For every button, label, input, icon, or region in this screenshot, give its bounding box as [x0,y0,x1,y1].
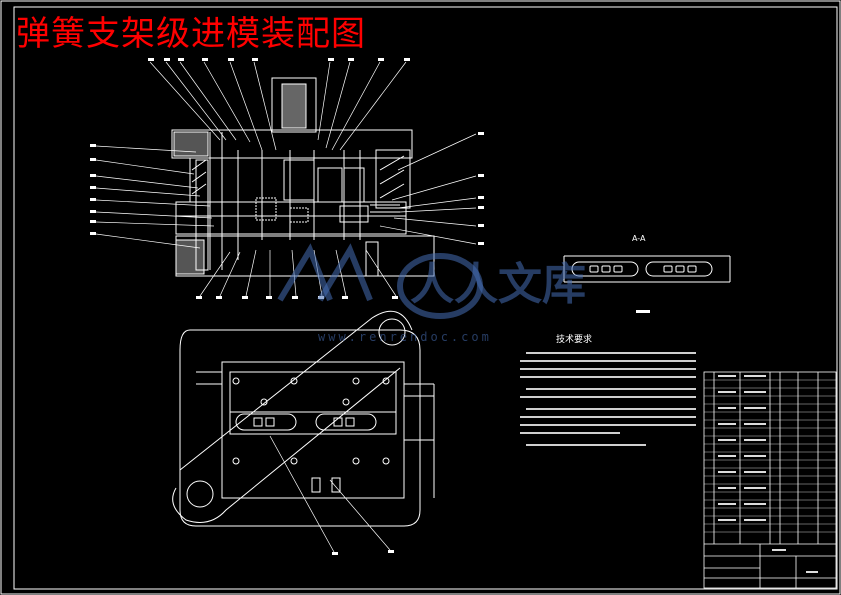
drawing-title: 弹簧支架级进模装配图 [16,14,366,54]
title-block-text-marks [718,375,818,573]
front-section-view [171,77,435,277]
plan-view-screw-holes [232,377,390,465]
tech-text-lines [520,352,696,446]
strip-caption-mark [636,310,650,313]
inner-border [13,6,838,590]
strip-layout [563,255,731,283]
section-label: A-A [632,234,646,243]
title-block-rows [704,379,836,533]
watermark-logo [277,243,483,319]
plan-number-a [332,552,338,555]
plan-number-b [388,550,394,553]
title-block [703,371,837,589]
watermark-url: www.renrendoc.com [318,330,492,344]
plan-view-leaders [269,435,391,553]
plan-view [172,310,435,527]
leader-lines-front [95,61,477,297]
technical-requirements-heading: 技术要求 [556,335,593,345]
watermark-brand: 人人文库 [410,259,586,310]
